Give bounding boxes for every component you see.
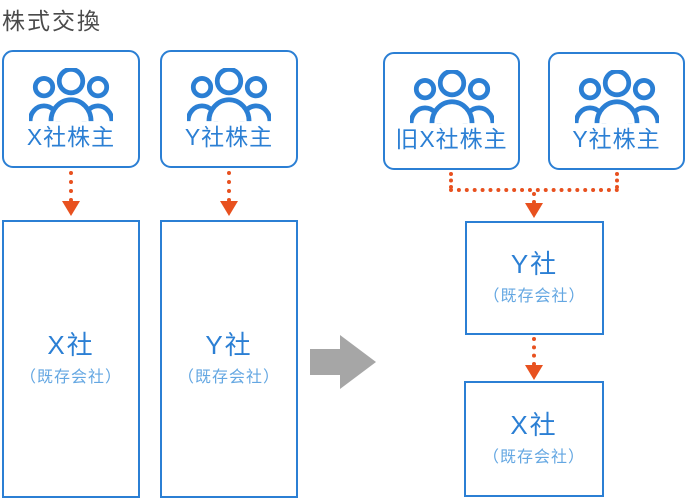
company-name: Y社	[205, 330, 253, 361]
people-group-icon	[29, 67, 113, 122]
people-group-icon	[574, 69, 659, 124]
shareholder-box-label: Y社株主	[184, 123, 274, 150]
company-name: X社	[510, 410, 558, 441]
people-group-icon	[409, 69, 494, 124]
company-box-x-after: X社 （既存会社）	[464, 381, 604, 497]
company-subtitle: （既存会社）	[177, 369, 280, 386]
page-title: 株式交換	[2, 8, 102, 34]
company-name: Y社	[510, 249, 559, 280]
company-name: X社	[47, 330, 95, 361]
shareholder-box-y-after: Y社株主	[548, 52, 685, 170]
shareholder-box-x: X社株主	[2, 50, 140, 168]
company-box-y-after: Y社 （既存会社）	[465, 221, 604, 335]
company-box-x: X社 （既存会社）	[2, 220, 140, 498]
company-subtitle: （既存会社）	[19, 369, 122, 386]
shareholder-box-label: 旧X社株主	[395, 125, 508, 152]
shareholder-box-label: X社株主	[26, 123, 116, 150]
company-subtitle: （既存会社）	[483, 288, 586, 305]
shareholder-box-y: Y社株主	[160, 50, 298, 168]
people-group-icon	[187, 67, 271, 122]
company-box-y: Y社 （既存会社）	[160, 220, 298, 498]
company-subtitle: （既存会社）	[482, 449, 585, 466]
shareholder-box-label: Y社株主	[572, 125, 661, 152]
shareholder-box-old-x: 旧X社株主	[383, 52, 520, 170]
